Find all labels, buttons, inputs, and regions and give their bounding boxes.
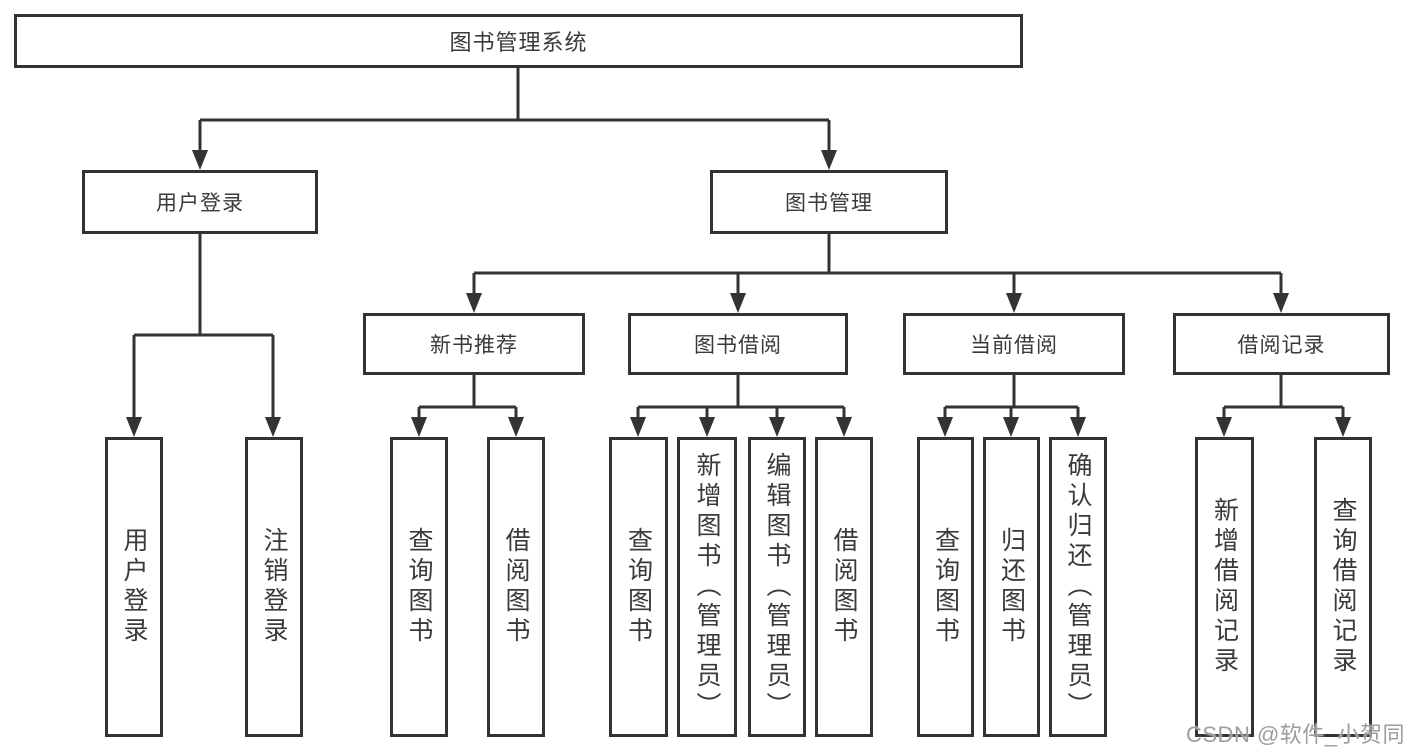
connector-bookborrow-group	[636, 375, 846, 419]
box-current-borrowing: 当前借阅	[903, 313, 1125, 375]
connector-root-feed	[198, 68, 831, 152]
leaf-borrow-books-borrowing: 借阅图书	[815, 437, 873, 737]
leaf-edit-books-admin: 编辑图书（管理员）	[748, 437, 806, 737]
connector-userlogin-group	[132, 234, 275, 419]
box-user-login: 用户登录	[82, 170, 318, 234]
leaf-borrow-books-newbooks: 借阅图书	[487, 437, 545, 737]
csdn-watermark: CSDN @软件_小贺同学	[1186, 722, 1405, 747]
leaf-add-books-admin: 新增图书（管理员）	[677, 437, 737, 737]
leaf-user-login: 用户登录	[105, 437, 163, 737]
leaf-add-borrow-record: 新增借阅记录	[1195, 437, 1254, 737]
connector-newbooks-group	[417, 375, 518, 419]
leaf-query-books-borrowing: 查询图书	[609, 437, 668, 737]
connector-bookmgmt-group	[472, 234, 1283, 295]
box-borrow-records: 借阅记录	[1173, 313, 1390, 375]
leaf-query-books-current: 查询图书	[917, 437, 974, 737]
leaf-query-books-newbooks: 查询图书	[390, 437, 448, 737]
box-root-system: 图书管理系统	[14, 14, 1023, 68]
connector-borrowrecords-group	[1222, 375, 1345, 419]
leaf-return-books: 归还图书	[983, 437, 1040, 737]
connector-currentborrow-group	[943, 375, 1080, 419]
leaf-query-borrow-record: 查询借阅记录	[1314, 437, 1372, 737]
leaf-logout: 注销登录	[245, 437, 303, 737]
box-new-book-recommend: 新书推荐	[363, 313, 585, 375]
leaf-confirm-return-admin: 确认归还（管理员）	[1049, 437, 1107, 737]
box-book-management: 图书管理	[710, 170, 948, 234]
box-book-borrowing: 图书借阅	[628, 313, 848, 375]
arrowheads	[126, 150, 1351, 437]
